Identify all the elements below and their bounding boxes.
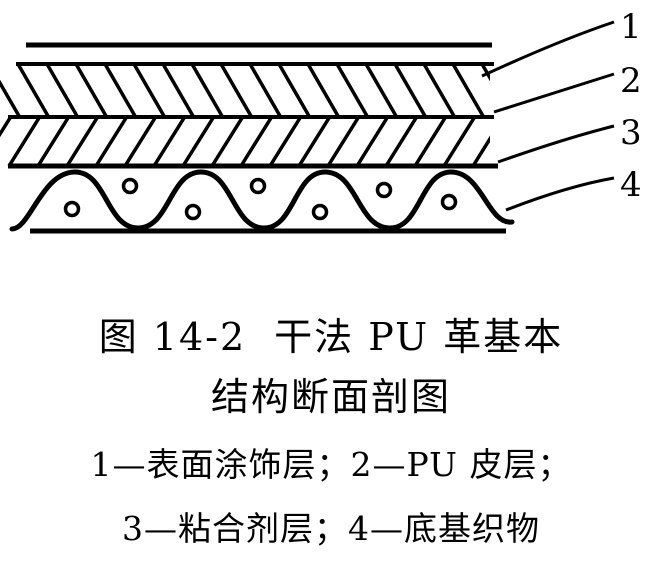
- hatch-stroke: [268, 118, 302, 166]
- hatch-stroke: [16, 64, 50, 116]
- hatch-stroke: [65, 118, 99, 166]
- callout-4: 4: [620, 165, 642, 205]
- hatch-stroke: [297, 118, 331, 166]
- hatch-stroke: [471, 135, 490, 166]
- leader-line-2: [493, 72, 615, 114]
- hatch-stroke: [74, 64, 108, 116]
- hatch-stroke: [103, 64, 137, 116]
- callout-3: 3: [620, 113, 642, 153]
- hatch-stroke: [326, 118, 360, 166]
- hatch-stroke: [306, 64, 340, 116]
- figure-number: 图 14-2: [98, 315, 247, 359]
- hatch-stroke: [132, 64, 166, 116]
- leader-line-4: [505, 176, 615, 212]
- figure-title-line-1: 干法 PU 革基本: [274, 315, 564, 359]
- base-fabric-fibers: [63, 177, 458, 221]
- hatch-stroke: [161, 64, 195, 116]
- figure-legend-line-2: 3—粘合剂层；4—底基织物: [122, 509, 540, 548]
- hatch-stroke: [355, 118, 389, 166]
- hatch-stroke: [335, 64, 369, 116]
- hatch-stroke: [451, 64, 485, 116]
- pu-skin-hatching-upper: [0, 64, 490, 116]
- hatch-stroke: [190, 64, 224, 116]
- hatch-stroke: [36, 118, 70, 166]
- figure-title-line-2: 结构断面剖图: [210, 375, 451, 419]
- hatch-stroke: [45, 64, 79, 116]
- hatch-stroke: [248, 64, 282, 116]
- hatch-stroke: [219, 64, 253, 116]
- hatch-stroke: [123, 118, 157, 166]
- fiber-dot: [375, 181, 393, 199]
- hatch-stroke: [181, 118, 215, 166]
- hatch-stroke: [152, 118, 186, 166]
- hatch-stroke: [0, 118, 12, 138]
- callout-1: 1: [620, 7, 642, 47]
- pu-skin-hatching-lower: [0, 118, 490, 166]
- leader-line-3: [497, 124, 615, 164]
- fiber-dot: [249, 177, 267, 195]
- leader-line-1: [481, 20, 615, 78]
- fiber-dot: [440, 193, 458, 211]
- callout-2: 2: [620, 61, 642, 101]
- fiber-dot: [63, 200, 81, 218]
- figure-legend-line-1: 1—表面涂饰层；2—PU 皮层；: [90, 445, 572, 484]
- base-fabric-yarn-wave: [9, 169, 515, 232]
- hatch-stroke: [442, 118, 476, 166]
- hatch-stroke: [393, 64, 427, 116]
- hatch-stroke: [422, 64, 456, 116]
- hatch-stroke: [384, 118, 418, 166]
- callout-leaders: [481, 20, 615, 212]
- fiber-dot: [184, 203, 202, 221]
- hatch-stroke: [277, 64, 311, 116]
- hatch-stroke: [413, 118, 447, 166]
- hatch-stroke: [239, 118, 273, 166]
- figure-caption-title: 图 14-2 干法 PU 革基本: [0, 318, 662, 356]
- fiber-dot: [121, 177, 139, 195]
- fiber-dot: [311, 203, 329, 221]
- hatch-stroke: [364, 64, 398, 116]
- hatch-stroke: [210, 118, 244, 166]
- layer-cross-section-diagram: 1 2 3 4: [0, 7, 642, 234]
- hatch-stroke: [0, 79, 21, 116]
- hatch-stroke: [94, 118, 128, 166]
- hatch-stroke: [7, 118, 41, 166]
